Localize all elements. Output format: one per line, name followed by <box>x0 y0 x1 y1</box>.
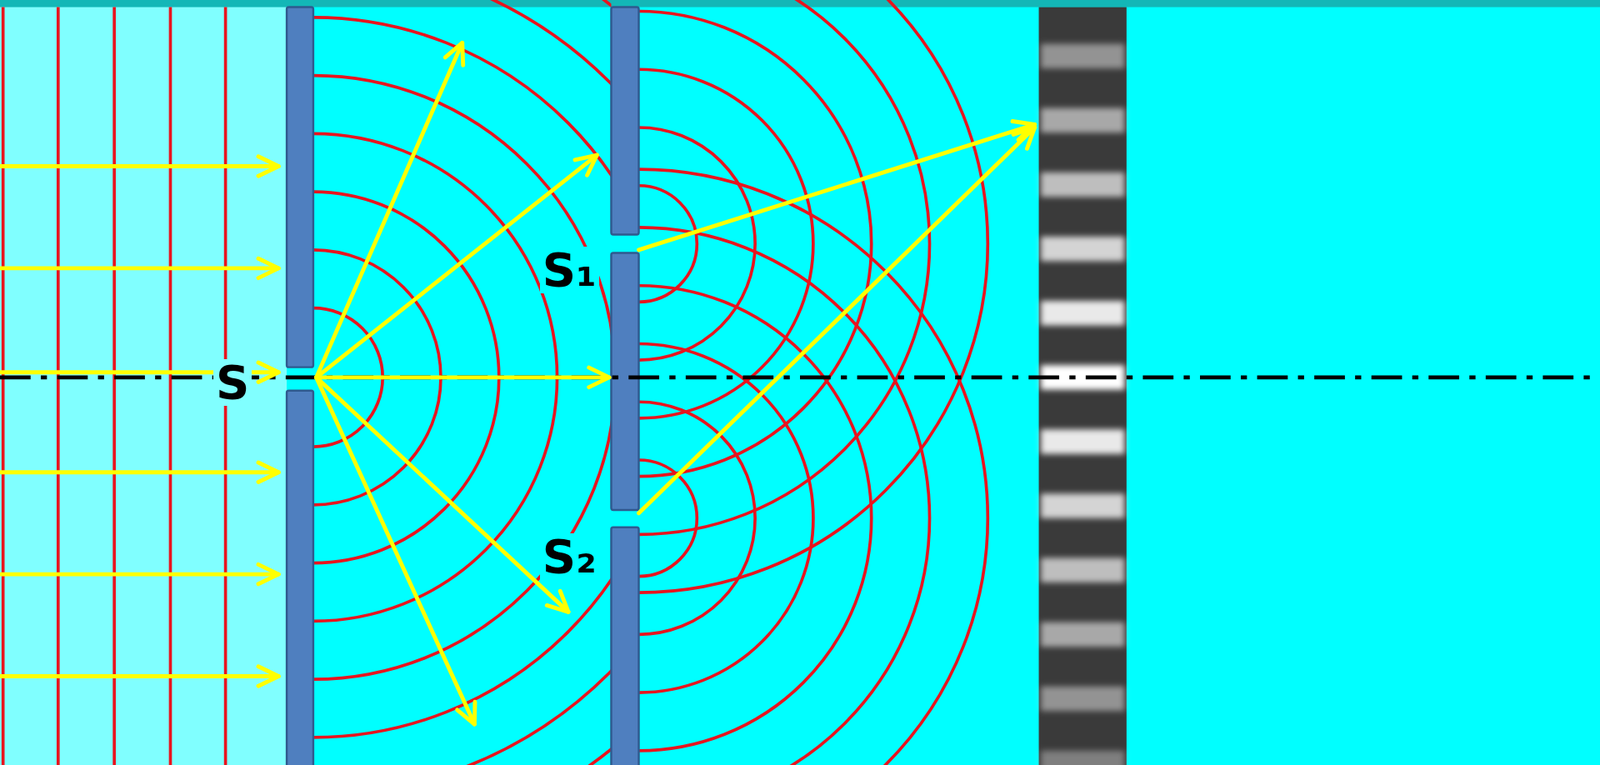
plane-wavefront <box>169 7 173 765</box>
slit-label: S <box>213 359 252 406</box>
ray-arrow <box>0 470 279 475</box>
arrow-head <box>258 564 279 584</box>
wavefront <box>639 401 756 635</box>
ray-arrow <box>0 674 279 679</box>
wavefront <box>639 343 814 693</box>
wavefront <box>313 17 612 738</box>
wavefront <box>639 227 930 765</box>
bright-fringe <box>1040 44 1125 69</box>
slit-label: S₂ <box>540 533 600 580</box>
plane-wavefront <box>56 7 60 765</box>
arrow-head <box>457 701 475 725</box>
bright-fringe <box>1040 750 1125 765</box>
bright-fringe <box>1040 108 1125 133</box>
arrow-head <box>258 362 279 382</box>
plane-wavefront <box>112 7 116 765</box>
arrow-head <box>258 156 279 176</box>
arrow-head <box>445 42 463 65</box>
arrow-head <box>258 666 279 686</box>
plane-wavefront <box>1 7 5 765</box>
bright-fringe <box>1040 686 1125 711</box>
ray-arrow <box>316 375 610 380</box>
arrow-head <box>258 462 279 482</box>
arrow-head <box>258 258 279 278</box>
wavefront <box>313 0 612 765</box>
arrow-head <box>575 155 597 175</box>
ray-arrow <box>316 42 463 377</box>
bright-fringe <box>1040 236 1125 261</box>
wavefront <box>639 169 989 765</box>
ray-arrow <box>316 377 475 725</box>
wavefront <box>639 460 698 577</box>
bright-fringe <box>1040 429 1125 454</box>
bright-fringe <box>1040 172 1125 197</box>
ray-arrow <box>0 164 279 169</box>
bright-fringe <box>1040 300 1125 325</box>
slit-label: S₁ <box>540 246 600 294</box>
ray-arrow <box>639 127 1035 514</box>
arrow-head <box>546 590 569 612</box>
ray-arrow <box>0 265 279 270</box>
arrow-head <box>589 367 610 387</box>
ray-arrow <box>316 377 569 613</box>
ray-arrow <box>0 572 279 577</box>
wavefront <box>313 0 612 765</box>
arrow-head <box>1013 127 1035 149</box>
wavefront <box>313 75 612 680</box>
bright-fringe <box>1040 558 1125 583</box>
wavefront <box>639 285 872 751</box>
bright-fringe <box>1040 622 1125 647</box>
bright-fringe <box>1040 493 1125 518</box>
